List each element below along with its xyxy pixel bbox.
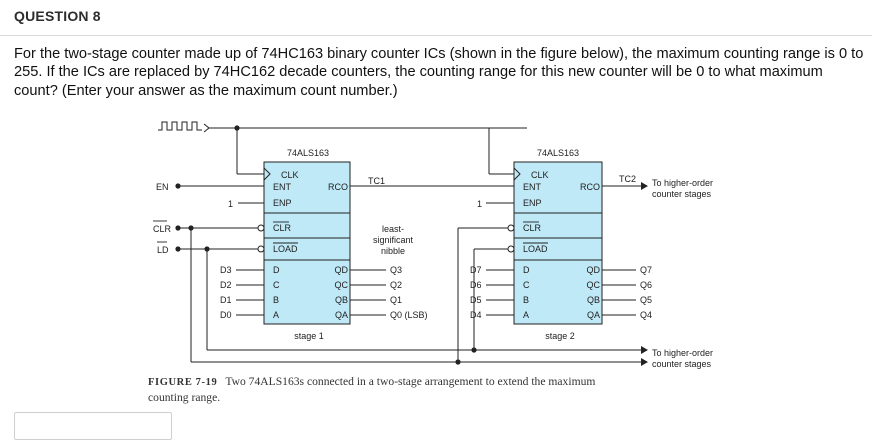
- higher-order-note-1-line1: To higher-order: [652, 178, 713, 188]
- stage2-output-q7: Q7: [640, 265, 652, 275]
- nibble-label-line2: significant: [373, 235, 414, 245]
- stage1-pin-c: C: [273, 280, 280, 290]
- stage2-pin-a: A: [523, 310, 529, 320]
- stage1-output-q0: Q0 (LSB): [390, 310, 428, 320]
- stage1-pin-d: D: [273, 265, 280, 275]
- stage2-pin-d: D: [523, 265, 530, 275]
- stage2-label: stage 2: [545, 331, 575, 341]
- stage1-pin-qc: QC: [335, 280, 349, 290]
- nibble-label-line3: nibble: [381, 246, 405, 256]
- stage1-pin-a: A: [273, 310, 279, 320]
- stage2-pin-c: C: [523, 280, 530, 290]
- stage1-pin-enp: ENP: [273, 198, 292, 208]
- ld-label: LD: [157, 245, 169, 255]
- stage1-output-q3: Q3: [390, 265, 402, 275]
- stage2-input-d6: D6: [470, 280, 482, 290]
- question-title: QUESTION 8: [14, 8, 101, 24]
- stage1-input-d0: D0: [220, 310, 232, 320]
- stage2-input-d4: D4: [470, 310, 482, 320]
- stage1-pin-qd: QD: [335, 265, 349, 275]
- enp2-const-label: 1: [477, 199, 482, 209]
- question-text: For the two-stage counter made up of 74H…: [14, 46, 864, 99]
- clock-pulse-icon: [158, 121, 202, 131]
- stage1-pin-load: LOAD: [273, 244, 298, 254]
- stage1-pin-clr: CLR: [273, 223, 292, 233]
- stage2-pin-qc: QC: [587, 280, 601, 290]
- clr-label: CLR: [153, 224, 172, 234]
- enp1-const-label: 1: [228, 199, 233, 209]
- stage1-input-d3: D3: [220, 265, 232, 275]
- tc2-label: TC2: [619, 174, 636, 184]
- stage2-pin-qa: QA: [587, 310, 600, 320]
- higher-order-note-2-line1: To higher-order: [652, 348, 713, 358]
- stage2-output-q6: Q6: [640, 280, 652, 290]
- answer-input[interactable]: [14, 412, 172, 440]
- stage1-pin-rco: RCO: [328, 182, 348, 192]
- stage2-input-d5: D5: [470, 295, 482, 305]
- nibble-label-line1: least-: [382, 224, 404, 234]
- figure-caption-text: Two 74ALS163s connected in a two-stage a…: [148, 375, 596, 404]
- stage2-pin-clk: CLK: [531, 170, 549, 180]
- stage2-pin-ent: ENT: [523, 182, 542, 192]
- stage1-pin-qb: QB: [335, 295, 348, 305]
- stage2-output-q5: Q5: [640, 295, 652, 305]
- stage2-input-d7: D7: [470, 265, 482, 275]
- stage2-pin-qd: QD: [587, 265, 601, 275]
- counter-circuit-diagram: 74ALS163 74ALS163 CLK ENT ENP CLR LOAD D…: [153, 121, 713, 369]
- figure-number: FIGURE 7-19: [148, 377, 218, 388]
- tc1-label: TC1: [368, 176, 385, 186]
- stage1-pin-qa: QA: [335, 310, 348, 320]
- stage1-label: stage 1: [294, 331, 324, 341]
- stage1-input-d2: D2: [220, 280, 232, 290]
- stage1-output-q2: Q2: [390, 280, 402, 290]
- stage1-pin-ent: ENT: [273, 182, 292, 192]
- question-header: QUESTION 8: [0, 0, 872, 36]
- stage1-output-q1: Q1: [390, 295, 402, 305]
- stage1-pin-clk: CLK: [281, 170, 299, 180]
- stage1-pin-b: B: [273, 295, 279, 305]
- stage2-pin-b: B: [523, 295, 529, 305]
- stage2-output-q4: Q4: [640, 310, 652, 320]
- stage2-pin-enp: ENP: [523, 198, 542, 208]
- stage2-pin-clr: CLR: [523, 223, 542, 233]
- stage2-pin-rco: RCO: [580, 182, 600, 192]
- higher-order-note-2-line2: counter stages: [652, 359, 712, 369]
- stage2-chip-name: 74ALS163: [537, 148, 579, 158]
- stage2-pin-load: LOAD: [523, 244, 548, 254]
- stage2-pin-qb: QB: [587, 295, 600, 305]
- stage1-input-d1: D1: [220, 295, 232, 305]
- stage1-chip-name: 74ALS163: [287, 148, 329, 158]
- en-label: EN: [156, 182, 169, 192]
- higher-order-note-1-line2: counter stages: [652, 189, 712, 199]
